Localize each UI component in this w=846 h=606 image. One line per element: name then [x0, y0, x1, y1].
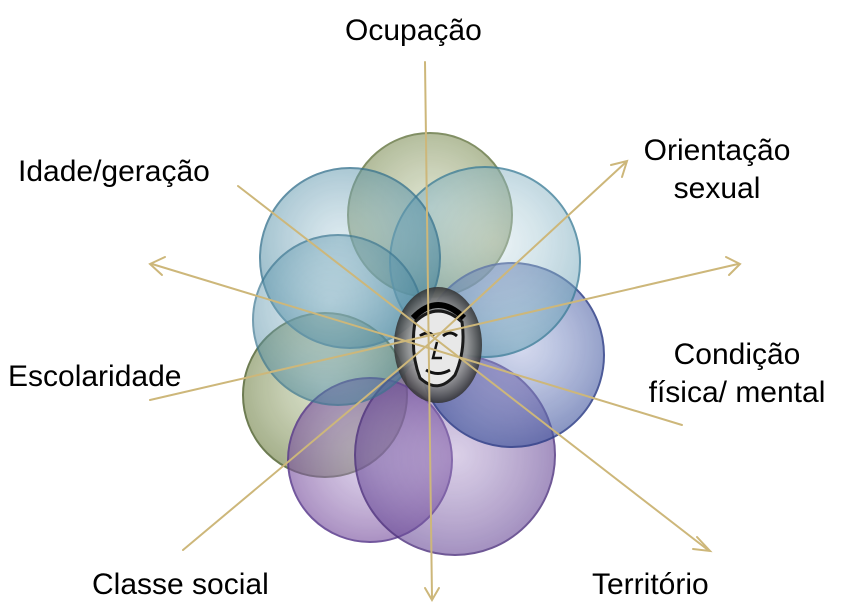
- label-territorio: Território: [592, 568, 709, 601]
- arrowhead-down: [424, 587, 440, 602]
- arrowhead-orientacao: [610, 159, 629, 178]
- label-orientacao-sexual: Orientação sexual: [632, 132, 802, 208]
- label-condicao-line2: física/ mental: [648, 376, 826, 409]
- arrowhead-left: [148, 256, 166, 276]
- arrow-orientacao: [429, 162, 626, 344]
- label-classe-social: Classe social: [92, 568, 269, 601]
- label-escolaridade: Escolaridade: [8, 360, 182, 393]
- arrowhead-right: [725, 256, 742, 276]
- label-orientacao-line1: Orientação: [643, 134, 791, 167]
- center-face-figure: [394, 287, 482, 403]
- arrows: [148, 61, 742, 602]
- arrow-condicao-left: [151, 263, 683, 426]
- label-ocupacao: Ocupação: [345, 14, 482, 47]
- arrow-vertical: [424, 61, 433, 599]
- label-idade-geracao: Idade/geração: [18, 155, 210, 188]
- label-orientacao-line2: sexual: [673, 172, 761, 205]
- arrow-territorio: [237, 185, 709, 551]
- arrowhead-territorio: [692, 536, 713, 553]
- arrow-escolaridade-right: [149, 263, 739, 401]
- arrow-classe: [182, 342, 431, 551]
- label-condicao-line1: Condição: [673, 338, 801, 371]
- label-condicao-fisica-mental: Condição física/ mental: [630, 336, 844, 412]
